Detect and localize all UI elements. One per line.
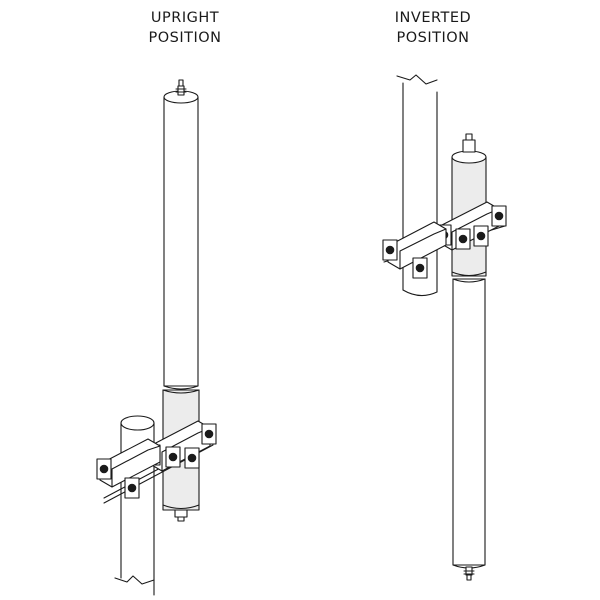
inverted-assembly: [382, 74, 507, 581]
inverted-clamp-bracket: [382, 201, 507, 279]
inverted-antenna-tip: [463, 566, 475, 581]
upright-assembly: [96, 79, 217, 596]
upright-caption-line1: UPRIGHT: [150, 10, 220, 26]
inverted-caption-line1: INVERTED: [394, 10, 472, 26]
upright-base-connector: [174, 509, 188, 522]
inverted-base-connector: [462, 133, 476, 153]
upright-clamp-bracket: [96, 420, 217, 504]
upright-antenna-tip: [175, 79, 187, 96]
upright-antenna-radome: [163, 90, 199, 390]
upright-position-caption: UPRIGHT POSITION: [130, 8, 240, 48]
inverted-caption-line2: POSITION: [396, 30, 470, 46]
inverted-antenna-radome: [452, 278, 486, 569]
upright-caption-line2: POSITION: [148, 30, 222, 46]
inverted-position-caption: INVERTED POSITION: [378, 8, 488, 48]
